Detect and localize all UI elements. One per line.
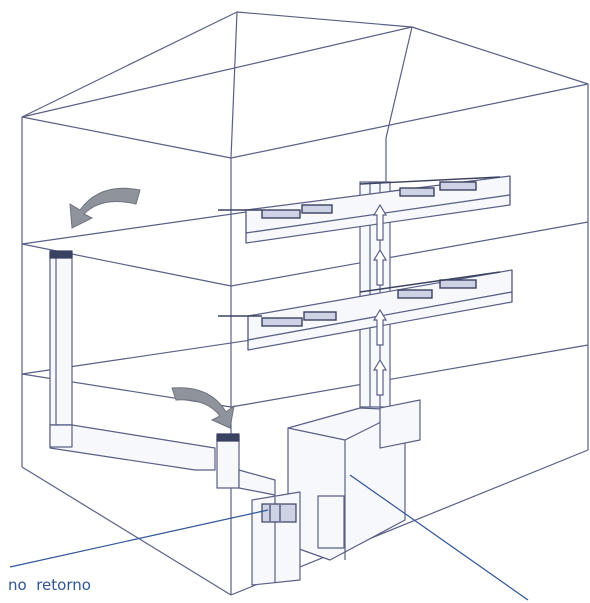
furnace-unit: [251, 399, 421, 586]
supply-registers-upper: [218, 176, 501, 219]
return-label: no retorno: [8, 576, 91, 594]
return-grille-box: [261, 503, 297, 523]
roof: [21, 11, 589, 159]
leader-line-furnace: [349, 474, 529, 601]
airflow-arrows-up: [372, 203, 388, 396]
return-airflow-arrows: [69, 187, 235, 429]
return-grille-lower: [216, 433, 240, 442]
supply-registers-lower: [218, 271, 501, 327]
return-grille-upper: [49, 250, 73, 259]
return-duct: [49, 254, 276, 496]
leader-line-return: [9, 509, 269, 568]
